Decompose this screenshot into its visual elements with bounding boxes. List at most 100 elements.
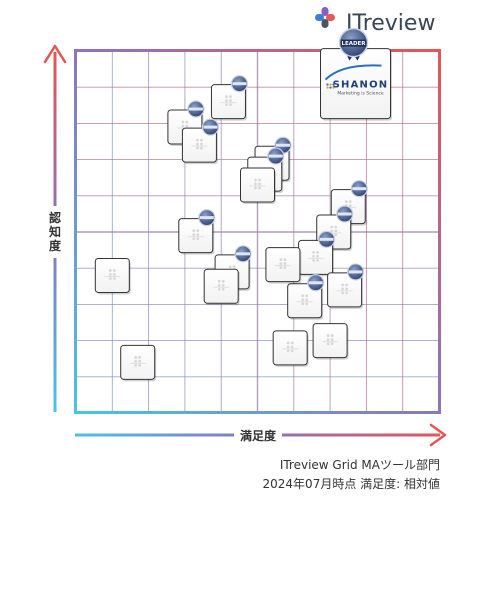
product-card[interactable]: [203, 268, 240, 306]
card-frame: [240, 167, 275, 203]
logo-swoosh: [324, 64, 382, 81]
logo-dot: [332, 83, 335, 86]
placeholder-dot: [112, 273, 116, 276]
frame-right: [438, 49, 441, 414]
product-card[interactable]: [94, 257, 131, 295]
card-frame: [181, 127, 217, 163]
y-axis-arrowhead: [43, 44, 67, 64]
badge-banner: [340, 39, 367, 47]
placeholder-dot: [326, 338, 330, 341]
placeholder-dot: [112, 277, 116, 280]
award-seal-icon: [201, 118, 220, 136]
placeholder-dot: [217, 279, 221, 283]
frame-bottom: [75, 411, 440, 414]
placeholder-dot: [108, 273, 112, 276]
product-card[interactable]: [120, 344, 157, 382]
placeholder-dot: [326, 342, 330, 345]
placeholder-dot: [345, 283, 349, 287]
plot-frame: [74, 49, 441, 414]
placeholder-dot: [134, 359, 138, 363]
placeholder-dot: [229, 95, 232, 99]
product-card[interactable]: [265, 247, 302, 284]
placeholder-logo-icon: [274, 258, 291, 269]
seal-band: [203, 125, 218, 129]
seal-band: [348, 270, 363, 274]
placeholder-dot: [196, 142, 199, 146]
placeholder-dot: [232, 265, 236, 269]
placeholder-dot: [330, 334, 334, 337]
placeholder-dot: [290, 345, 294, 349]
logo-dot: [329, 83, 332, 86]
placeholder-dot: [112, 269, 116, 272]
logo-dot: [329, 86, 332, 89]
placeholder-logo-icon: [296, 294, 313, 306]
placeholder-dot: [286, 345, 290, 349]
seal-band: [352, 187, 367, 191]
product-card[interactable]: [210, 75, 249, 121]
placeholder-dot: [279, 262, 283, 265]
placeholder-dot: [312, 250, 315, 254]
product-card[interactable]: [178, 209, 216, 255]
placeholder-dot: [301, 302, 305, 306]
placeholder-dot: [138, 359, 142, 363]
y-axis-label-char: 度: [49, 238, 62, 253]
placeholder-dot: [283, 262, 287, 265]
placeholder-dot: [229, 99, 232, 103]
placeholder-dot: [134, 355, 138, 359]
placeholder-dot: [334, 233, 338, 237]
placeholder-logo-icon: [129, 355, 146, 367]
card-frame: [272, 330, 308, 366]
seal-band: [319, 237, 334, 241]
placeholder-dot: [286, 349, 290, 353]
y-label-backdrop: [44, 206, 66, 258]
placeholder-dot: [312, 258, 315, 262]
award-seal-icon: [317, 230, 336, 248]
product-card[interactable]: [240, 167, 277, 204]
placeholder-dot: [279, 258, 283, 261]
card-frame: [203, 268, 239, 304]
product-card[interactable]: [272, 330, 309, 367]
placeholder-dot: [192, 229, 196, 233]
placeholder-dot: [221, 283, 225, 287]
placeholder-logo-icon: [322, 334, 339, 345]
award-seal-icon: [350, 180, 368, 198]
placeholder-logo-icon: [307, 250, 324, 262]
product-card[interactable]: [327, 263, 365, 309]
card-frame: [287, 283, 323, 319]
placeholder-dot: [229, 103, 232, 107]
y-axis: 認知度: [43, 44, 67, 412]
placeholder-dot: [305, 302, 309, 306]
placeholder-dot: [345, 287, 349, 291]
seal-band: [337, 212, 352, 216]
placeholder-dot: [185, 120, 189, 124]
chart-caption: ITreview Grid MAツール部門 2024年07月時点 満足度: 相対…: [180, 456, 440, 494]
product-card[interactable]: [298, 230, 336, 277]
caption-line-2: 2024年07月時点 満足度: 相対値: [262, 477, 440, 491]
placeholder-dot: [316, 250, 319, 254]
placeholder-dot: [225, 99, 228, 103]
brand-logo: ITreview: [312, 4, 452, 38]
frame-left: [74, 49, 77, 414]
placeholder-dot: [254, 182, 257, 186]
award-seal-icon: [198, 209, 216, 227]
placeholder-dot: [283, 258, 287, 261]
y-axis-label-char: 知: [48, 224, 61, 239]
placeholder-dot: [258, 182, 261, 186]
seal-band: [232, 82, 247, 86]
product-card[interactable]: [181, 118, 220, 165]
placeholder-dot: [254, 178, 257, 182]
placeholder-dot: [301, 298, 305, 302]
card-frame: [265, 247, 301, 283]
placeholder-dot: [221, 279, 225, 283]
placeholder-dot: [341, 283, 345, 287]
placeholder-dot: [258, 186, 261, 190]
placeholder-dot: [345, 291, 349, 295]
placeholder-dot: [200, 138, 203, 142]
product-card[interactable]: [312, 323, 349, 360]
placeholder-dot: [192, 237, 196, 241]
placeholder-dot: [334, 229, 338, 233]
product-card[interactable]: [287, 274, 325, 320]
placeholder-logo-icon: [213, 279, 230, 291]
caption-line-1: ITreview Grid MAツール部門: [279, 458, 440, 472]
